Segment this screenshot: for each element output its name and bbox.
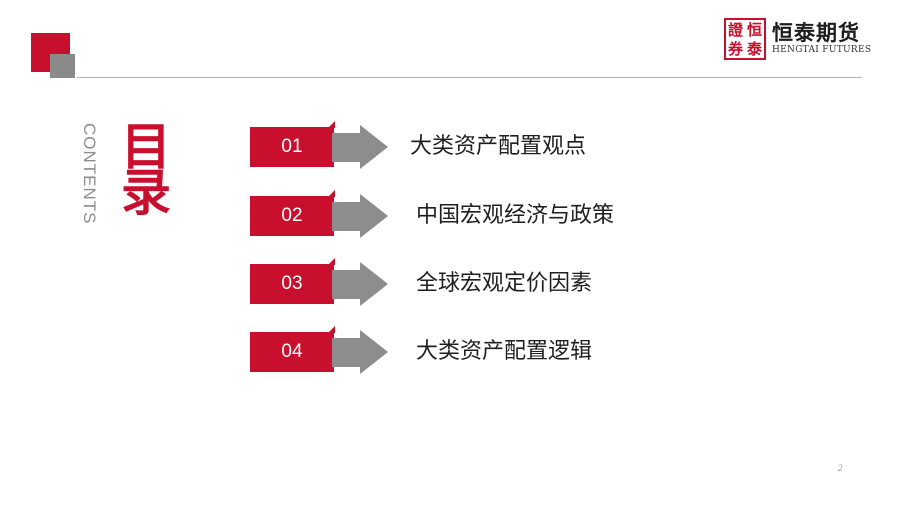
toc-label: 大类资产配置观点 xyxy=(410,134,587,159)
arrow-right-icon xyxy=(332,133,360,162)
arrow-right-icon xyxy=(332,270,360,299)
toc-number: 02 xyxy=(281,205,303,226)
page-number: 2 xyxy=(838,463,843,473)
seal-char: 證 xyxy=(728,21,744,39)
arrow-head-icon xyxy=(360,194,388,238)
seal-char: 券 xyxy=(728,40,744,58)
toc-number-box: 03 xyxy=(250,258,335,304)
seal-char: 恒 xyxy=(747,21,763,39)
toc-item-01[interactable]: 01 大类资产配置观点 xyxy=(250,121,670,170)
arrow-right-icon xyxy=(332,338,360,367)
logo-seal-icon: 證 恒 券 泰 xyxy=(724,18,766,60)
header-divider xyxy=(77,77,862,78)
arrow-head-icon xyxy=(360,125,388,169)
toc-item-02[interactable]: 02 中国宏观经济与政策 xyxy=(250,190,670,239)
toc-label: 中国宏观经济与政策 xyxy=(416,203,615,228)
toc-number: 04 xyxy=(281,341,303,362)
corner-gray-square xyxy=(50,54,75,78)
seal-char: 泰 xyxy=(747,40,763,58)
toc-number-box: 01 xyxy=(250,121,335,167)
arrow-head-icon xyxy=(360,262,388,306)
arrow-head-icon xyxy=(360,330,388,374)
logo-name-cn: 恒泰期货 xyxy=(772,21,860,45)
toc-item-03[interactable]: 03 全球宏观定价因素 xyxy=(250,258,670,307)
logo-name-en: HENGTAI FUTURES xyxy=(772,45,872,55)
toc-number: 03 xyxy=(281,273,303,294)
contents-subtitle: CONTENTS xyxy=(80,123,99,225)
toc-number: 01 xyxy=(281,136,303,157)
page-title: 目录 xyxy=(113,120,171,212)
toc-item-04[interactable]: 04 大类资产配置逻辑 xyxy=(250,326,670,375)
toc-number-box: 02 xyxy=(250,190,335,236)
toc-number-box: 04 xyxy=(250,326,335,372)
toc-label: 全球宏观定价因素 xyxy=(416,271,593,296)
arrow-right-icon xyxy=(332,202,360,231)
toc-label: 大类资产配置逻辑 xyxy=(416,339,593,364)
